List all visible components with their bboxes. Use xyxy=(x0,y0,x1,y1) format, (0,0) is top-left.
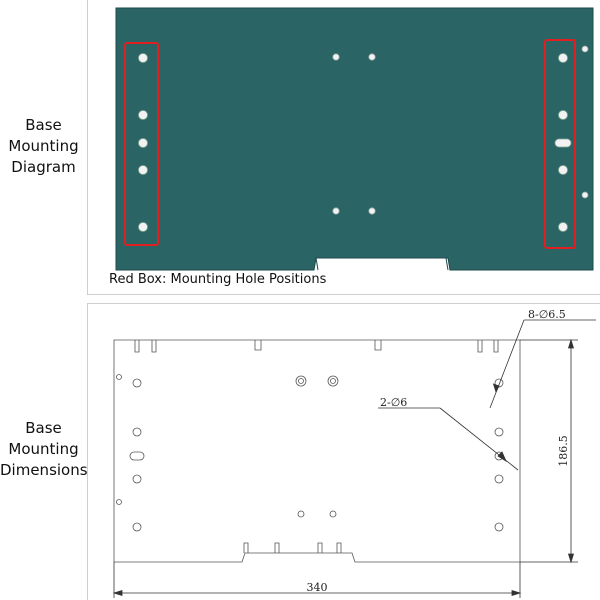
mounting-hole xyxy=(297,510,305,518)
label-line: Mounting xyxy=(8,440,79,458)
mounting-hole xyxy=(558,222,568,232)
mounting-hole xyxy=(132,522,142,532)
base-plate xyxy=(115,7,594,271)
mounting-hole xyxy=(132,378,142,388)
highlight-box-right xyxy=(544,39,576,249)
mounting-hole xyxy=(298,378,304,384)
label-line: Mounting xyxy=(8,137,79,155)
mounting-hole xyxy=(368,207,376,215)
dimension-width: 340 xyxy=(307,581,328,594)
mounting-hole xyxy=(138,222,148,232)
mounting-hole xyxy=(329,510,337,518)
mounting-hole xyxy=(132,474,142,484)
highlight-box-left xyxy=(124,42,159,246)
mounting-hole xyxy=(368,53,376,61)
label-mounting-diagram: Base Mounting Diagram xyxy=(0,115,87,178)
mounting-hole xyxy=(138,138,148,148)
mounting-hole xyxy=(494,427,504,437)
slot-hole xyxy=(554,138,572,148)
label-line: Dimensions xyxy=(0,461,88,479)
technical-drawing xyxy=(113,339,521,563)
mounting-hole xyxy=(558,53,568,63)
mounting-hole xyxy=(581,45,589,53)
dimensions-panel xyxy=(87,303,600,600)
mounting-hole xyxy=(494,522,504,532)
label-mounting-dimensions: Base Mounting Dimensions xyxy=(0,418,88,481)
dimension-lines xyxy=(112,319,596,598)
mounting-hole xyxy=(116,499,122,505)
mounting-hole xyxy=(116,374,122,380)
mounting-hole xyxy=(138,165,148,175)
mounting-hole xyxy=(332,53,340,61)
mounting-hole xyxy=(330,378,336,384)
mounting-hole xyxy=(558,165,568,175)
drawing-holes xyxy=(116,374,504,532)
right-hole-column xyxy=(554,53,572,232)
slot-hole xyxy=(129,451,145,461)
dimension-height: 186.5 xyxy=(557,435,570,467)
mounting-hole xyxy=(581,191,589,199)
label-line: Diagram xyxy=(11,158,76,176)
plate-outline xyxy=(113,339,521,563)
mounting-hole xyxy=(138,53,148,63)
diagram-caption: Red Box: Mounting Hole Positions xyxy=(109,272,327,287)
mounting-hole xyxy=(558,110,568,120)
label-line: Base xyxy=(25,116,62,134)
left-hole-column xyxy=(138,53,148,232)
callout-8-holes: 8-∅6.5 xyxy=(528,308,566,321)
mounting-hole xyxy=(332,207,340,215)
callout-2-holes: 2-∅6 xyxy=(380,396,407,409)
center-holes xyxy=(332,45,589,215)
mounting-hole xyxy=(494,474,504,484)
mounting-hole xyxy=(132,427,142,437)
mounting-hole xyxy=(138,110,148,120)
diagram-panel xyxy=(87,0,600,295)
label-line: Base xyxy=(25,419,62,437)
